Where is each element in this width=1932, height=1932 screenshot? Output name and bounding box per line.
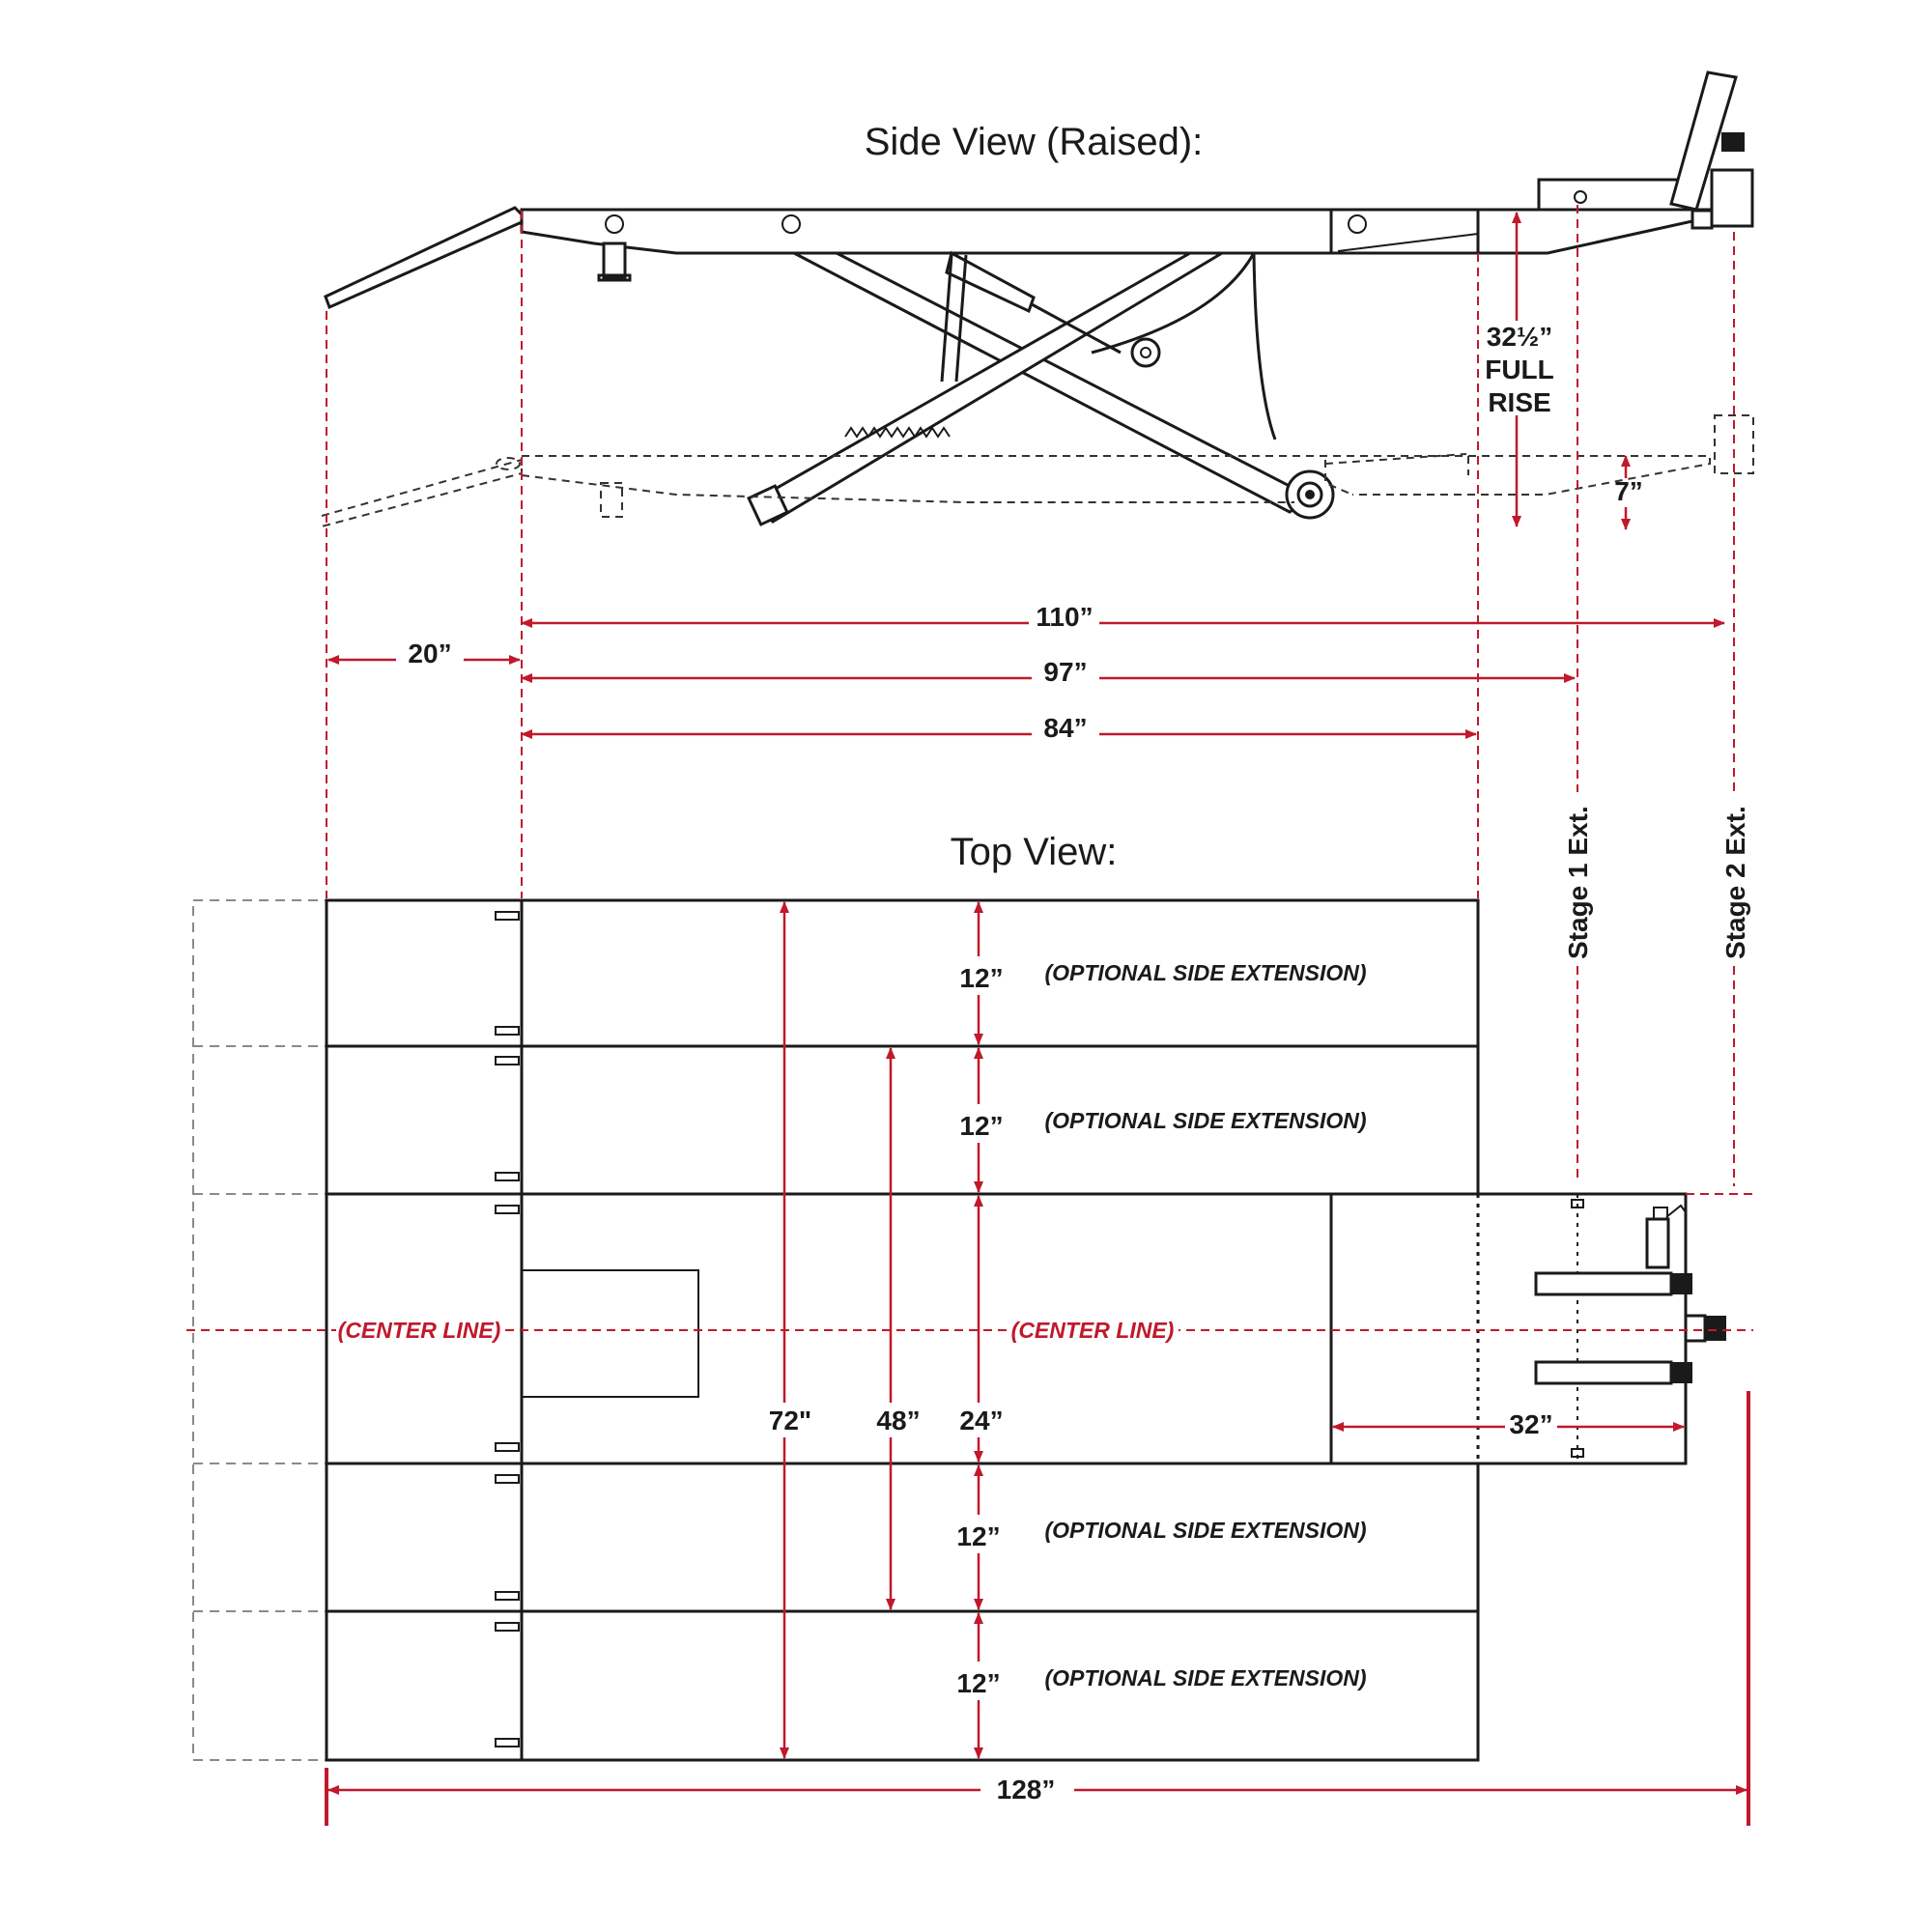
side-view-title: Side View (Raised): — [865, 121, 1204, 163]
overall-length-128: 128” — [997, 1775, 1056, 1804]
width-24: 24” — [959, 1406, 1003, 1435]
ramp-20: 20” — [408, 639, 451, 668]
full-rise-label-2: RISE — [1488, 387, 1550, 417]
side-scissor-arm-b — [749, 251, 1228, 524]
front-ext-32: 32” — [1509, 1409, 1552, 1439]
side-ramp — [324, 206, 524, 310]
side-view-raised-lift — [324, 71, 1754, 526]
side-extension-label-3: (OPTIONAL SIDE EXTENSION) — [1044, 1518, 1366, 1543]
side-ext-2-dim: 12” — [959, 1111, 1003, 1141]
side-view-lowered-lift — [321, 414, 1754, 527]
side-ext-4-dim: 12” — [956, 1668, 1000, 1698]
side-vise-box — [1329, 208, 1480, 255]
top-view: (CENTER LINE) (CENTER LINE) (OPTIONAL SI… — [186, 898, 1753, 1762]
length-97: 97” — [1043, 657, 1087, 687]
stage1-label: Stage 1 Ext. — [1563, 806, 1593, 959]
center-line-label-main: (CENTER LINE) — [1011, 1318, 1175, 1343]
full-rise-dimension: 32½” FULL RISE — [1485, 212, 1554, 527]
width-72: 72" — [769, 1406, 811, 1435]
top-view-title: Top View: — [951, 831, 1118, 873]
width-48: 48” — [876, 1406, 920, 1435]
reference-lines — [326, 205, 1735, 1186]
full-rise-value: 32½” — [1487, 322, 1553, 352]
lowered-height-dimension: 7” — [1614, 455, 1643, 530]
side-scissor-arm-a — [793, 251, 1315, 514]
lowered-height-value: 7” — [1614, 476, 1643, 506]
length-84: 84” — [1043, 713, 1087, 743]
top-main-deck — [520, 1192, 1333, 1465]
top-side-extension-4 — [520, 1609, 1480, 1762]
length-dimensions: 110” 20” 97” 84” — [327, 602, 1725, 743]
full-rise-label-1: FULL — [1485, 355, 1554, 384]
side-deck — [520, 208, 1712, 255]
center-line-label-left: (CENTER LINE) — [338, 1318, 501, 1343]
overall-length-dimension: 128” — [325, 1391, 1750, 1826]
side-ext-1-dim: 12” — [959, 963, 1003, 993]
front-extension-dimension: 32” — [1332, 1409, 1685, 1439]
side-hydraulic-cylinder — [945, 250, 1036, 314]
stage2-label: Stage 2 Ext. — [1720, 806, 1750, 959]
length-110: 110” — [1036, 602, 1093, 632]
side-ext-3-dim: 12” — [956, 1521, 1000, 1551]
side-extension-label-4: (OPTIONAL SIDE EXTENSION) — [1044, 1665, 1366, 1690]
side-extension-label-2: (OPTIONAL SIDE EXTENSION) — [1044, 1108, 1366, 1133]
side-front-arm — [1669, 71, 1738, 212]
side-extension-label-1: (OPTIONAL SIDE EXTENSION) — [1044, 960, 1366, 985]
width-dimensions: 72" 48” 24” 12” 12” 12” 12” — [769, 901, 1004, 1759]
top-drop-panel — [521, 1269, 699, 1398]
